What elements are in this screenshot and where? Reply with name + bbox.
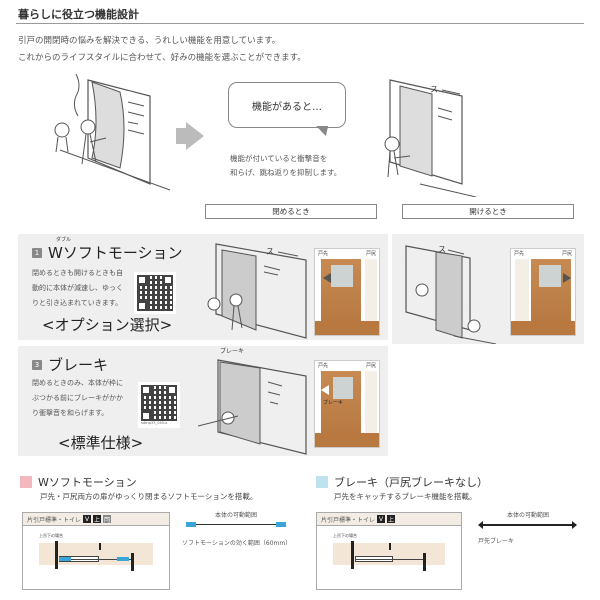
desc-line: りと引き込まれていきます。 bbox=[32, 299, 123, 307]
badge-top: 上 bbox=[93, 515, 102, 524]
label-closing: 閉めるとき bbox=[205, 204, 377, 219]
photo-label-right: 戸尻 bbox=[365, 251, 376, 257]
feature-description: 閉めるときのみ、本体が枠に ぶつかる前にブレーキがかか り衝撃音を和らげます。 bbox=[32, 376, 123, 421]
title-divider bbox=[16, 23, 584, 24]
brake-sketch: ブレーキ bbox=[197, 346, 308, 456]
badge-v: V bbox=[83, 515, 92, 523]
section-title-brake: ブレーキ（戸尻ブレーキなし） bbox=[316, 474, 488, 490]
diagram-header-text: 片引戸標準・トイレ bbox=[27, 516, 82, 524]
arrow-left-icon bbox=[323, 273, 331, 283]
qr-code[interactable] bbox=[134, 272, 176, 314]
door-photo-brake: 戸先 戸尻 ブレーキ bbox=[314, 360, 380, 448]
door-photo-closing: 戸先 戸尻 bbox=[314, 248, 380, 336]
feature-panel-w-soft-motion: ダブル 1 Wソフトモーション 閉めるときも開けるときも自 動的に本体が減速し、… bbox=[18, 234, 388, 340]
diagram-header: 片引戸標準・トイレ V 上 bbox=[317, 513, 461, 526]
hero-caption-line-1: 機能が付いていると衝撃音を bbox=[230, 154, 328, 163]
speech-bubble: 機能があると… bbox=[228, 82, 346, 128]
transition-arrow-icon bbox=[186, 122, 204, 150]
desc-line: 閉めるときも開けるときも自 bbox=[32, 269, 123, 277]
feature-title: 1 Wソフトモーション bbox=[32, 242, 183, 263]
door-photo-opening: 戸先 戸尻 bbox=[510, 248, 576, 336]
opening-sketch: ス bbox=[398, 240, 498, 345]
feature-number-badge: 3 bbox=[32, 359, 42, 370]
section-title-text: ブレーキ（戸尻ブレーキなし） bbox=[334, 476, 488, 489]
badge-v: V bbox=[377, 515, 386, 523]
feature-title: 3 ブレーキ bbox=[32, 354, 108, 375]
svg-text:ス: ス bbox=[438, 245, 446, 254]
range-diagram: 本体の可動範囲 ソフトモーションの効く範囲（60mm） bbox=[182, 510, 292, 550]
feature-title-text: Wソフトモーション bbox=[48, 244, 183, 262]
transition-arrow-stem bbox=[176, 128, 186, 144]
page-title: 暮らしに役立つ機能設計 bbox=[18, 8, 139, 21]
svg-text:ス: ス bbox=[430, 85, 438, 94]
qr-caption: sdtrip33_045-a bbox=[141, 421, 168, 425]
illustration-after: ス bbox=[380, 72, 490, 198]
photo-label-left: 戸先 bbox=[318, 363, 329, 369]
badge-top: 上 bbox=[387, 515, 396, 524]
desc-line: 動的に本体が減速し、ゆっく bbox=[32, 284, 123, 292]
section-title-w-soft-motion: Wソフトモーション bbox=[20, 474, 137, 490]
range-title: 本体の可動範囲 bbox=[214, 512, 257, 519]
desc-line: ぶつかる前にブレーキがかか bbox=[32, 394, 123, 402]
illustration-before bbox=[40, 72, 180, 192]
diagram-note: 上吊下の場合 bbox=[333, 533, 357, 538]
feature-description: 閉めるときも開けるときも自 動的に本体が減速し、ゆっく りと引き込まれていきます… bbox=[32, 266, 123, 311]
blue-swatch bbox=[316, 476, 328, 488]
feature-number-badge: 1 bbox=[32, 247, 42, 258]
desc-line: 閉めるときのみ、本体が枠に bbox=[32, 379, 123, 387]
section-desc: 戸先・戸尻両方の扉がゆっくり閉まるソフトモーションを搭載。 bbox=[40, 492, 258, 501]
arrow-left-white-icon bbox=[321, 385, 329, 395]
intro-line-1: 引戸の開閉時の悩みを解決できる、うれしい機能を用意しています。 bbox=[18, 36, 281, 46]
label-opening: 開けるとき bbox=[402, 204, 574, 219]
diagram-box: 片引戸標準・トイレ V 上 閂 上吊下の場合 bbox=[22, 512, 170, 590]
diagram-header-text: 片引戸標準・トイレ bbox=[321, 516, 376, 524]
section-title-text: Wソフトモーション bbox=[38, 476, 137, 489]
photo-label-right: 戸尻 bbox=[561, 251, 572, 257]
range-diagram: 本体の可動範囲 戸先ブレーキ bbox=[478, 510, 578, 550]
section-desc: 戸先をキャッチするブレーキ機能を搭載。 bbox=[334, 492, 477, 501]
feature-panel-opening: ス 戸先 戸尻 bbox=[392, 234, 584, 345]
pink-swatch bbox=[20, 476, 32, 488]
feature-panel-brake: 3 ブレーキ 閉めるときのみ、本体が枠に ぶつかる前にブレーキがかか り衝撃音を… bbox=[18, 346, 388, 456]
feature-title-text: ブレーキ bbox=[48, 356, 109, 374]
hero-caption: 機能が付いていると衝撃音を 和らげ、跳ね返りを抑制します。 bbox=[230, 152, 341, 180]
hero-caption-line-2: 和らげ、跳ね返りを抑制します。 bbox=[230, 168, 342, 177]
range-caption: ソフトモーションの効く範囲（60mm） bbox=[182, 540, 292, 547]
arrow-right-icon bbox=[563, 273, 571, 283]
arrow-left-icon bbox=[478, 521, 483, 529]
photo-label-left: 戸先 bbox=[514, 251, 525, 257]
badge-lock: 閂 bbox=[103, 515, 112, 524]
svg-text:ス: ス bbox=[266, 247, 274, 256]
arrow-right-icon bbox=[572, 521, 577, 529]
intro-line-2: これからのライフスタイルに合わせて、好みの機能を選ぶことができます。 bbox=[18, 53, 306, 63]
diagram-note: 上吊下の場合 bbox=[39, 533, 63, 538]
range-caption: 戸先ブレーキ bbox=[478, 538, 515, 545]
photo-label-brake: ブレーキ bbox=[323, 400, 344, 406]
desc-line: り衝撃音を和らげます。 bbox=[32, 409, 109, 417]
closing-sketch: ス bbox=[198, 240, 308, 340]
diagram-header: 片引戸標準・トイレ V 上 閂 bbox=[23, 513, 169, 526]
photo-label-right: 戸尻 bbox=[365, 363, 376, 369]
qr-code[interactable]: sdtrip33_045-a bbox=[138, 382, 180, 428]
feature-tag: <標準仕様> bbox=[58, 434, 144, 452]
brake-sketch-label: ブレーキ bbox=[220, 348, 245, 355]
range-title: 本体の可動範囲 bbox=[506, 512, 549, 519]
feature-tag: <オプション選択> bbox=[42, 316, 173, 334]
feature-ruby: ダブル bbox=[56, 237, 72, 243]
photo-label-left: 戸先 bbox=[318, 251, 329, 257]
intro-text: 引戸の開閉時の悩みを解決できる、うれしい機能を用意しています。 これからのライフ… bbox=[18, 33, 306, 67]
diagram-box: 片引戸標準・トイレ V 上 上吊下の場合 bbox=[316, 512, 462, 590]
